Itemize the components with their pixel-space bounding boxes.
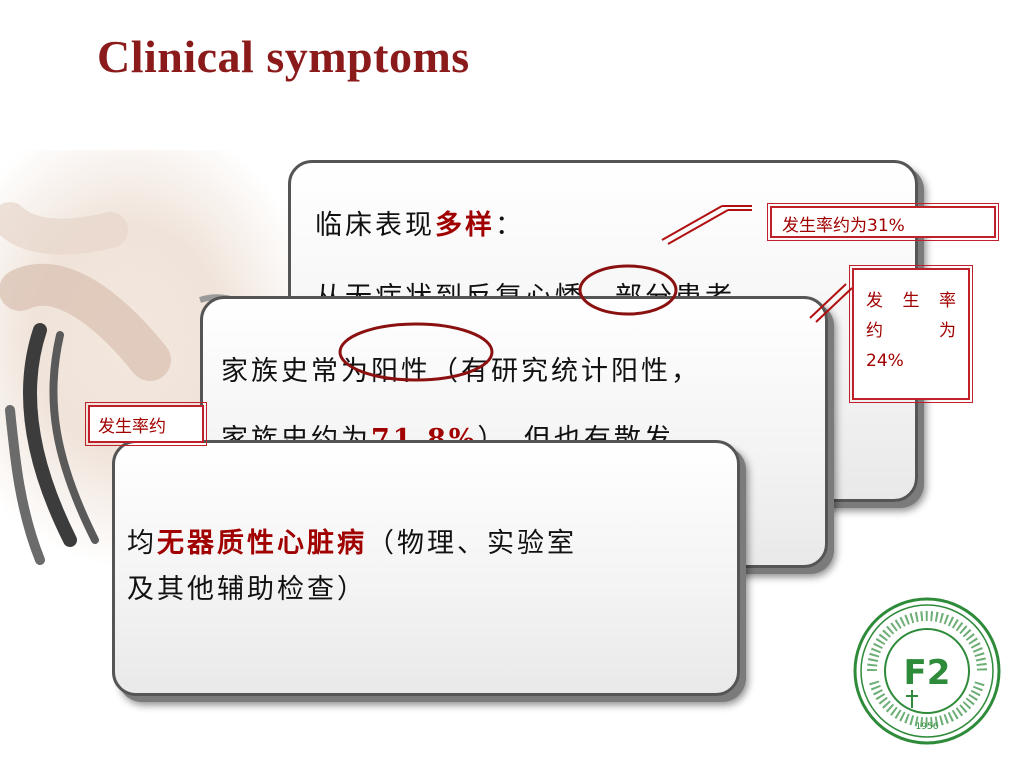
card3-line2: 及其他辅助检查） bbox=[127, 574, 367, 605]
page-title: Clinical symptoms bbox=[97, 31, 470, 82]
logo-emblem: F2 bbox=[904, 653, 951, 693]
callout-rate-24-row2: 约 为 bbox=[866, 321, 956, 341]
callout-rate-24: 发 生 率 约 为 24% bbox=[849, 265, 973, 403]
callout-rate-24-value: 24% bbox=[866, 351, 904, 371]
logo-year: 1956 bbox=[916, 722, 939, 732]
pointer-line-31 bbox=[661, 205, 752, 245]
card2-line1: 家族史常为阳性（有研究统计阳性， bbox=[221, 356, 701, 387]
card3-line1: 均无器质性心脏病（物理、实验室 bbox=[127, 528, 577, 559]
highlight-diverse: 多样 bbox=[435, 210, 495, 241]
pointer-line-24 bbox=[809, 283, 853, 323]
card1-line1: 临床表现多样： bbox=[315, 210, 525, 241]
circle-often-positive bbox=[338, 322, 494, 382]
callout-rate-31: 发生率约为31% bbox=[767, 203, 999, 241]
callout-rate-partial: 发生率约 bbox=[85, 402, 207, 446]
highlight-no-structural-disease: 无器质性心脏病 bbox=[157, 528, 367, 559]
symptom-card-no-structural-disease: 均无器质性心脏病（物理、实验室 及其他辅助检查） bbox=[112, 440, 740, 696]
callout-rate-24-row1: 发 生 率 bbox=[866, 291, 956, 311]
hospital-logo: F2 1956 bbox=[853, 597, 1001, 745]
circle-palpitation bbox=[578, 264, 678, 316]
stethoscope-image bbox=[0, 202, 263, 565]
